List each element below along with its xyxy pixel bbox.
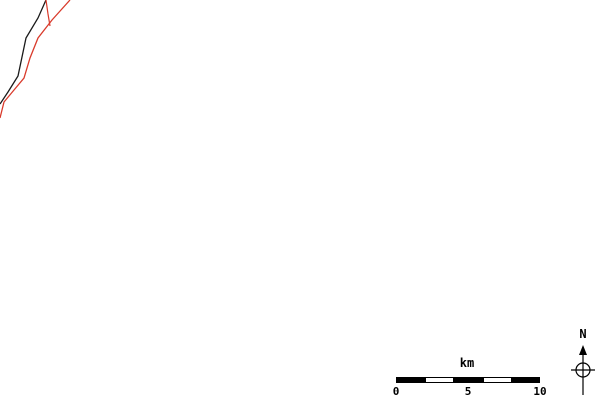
scale-tick-5: 5 xyxy=(464,385,472,398)
compass-icon xyxy=(571,345,595,395)
scale-segment xyxy=(454,377,483,383)
road-red xyxy=(0,0,71,119)
north-label: N xyxy=(579,327,587,341)
scale-segment xyxy=(425,377,454,383)
scale-tick-10: 10 xyxy=(533,385,547,398)
scale-unit-label: km xyxy=(459,356,475,370)
scale-bar: km 0 5 10 xyxy=(390,356,550,398)
north-arrow: N xyxy=(567,327,599,399)
road-black xyxy=(0,0,47,105)
road-red-branch xyxy=(45,0,51,27)
scale-segment xyxy=(396,377,425,383)
scale-segment xyxy=(483,377,512,383)
scale-track xyxy=(396,377,540,383)
scale-segment xyxy=(512,377,540,383)
scale-tick-0: 0 xyxy=(392,385,400,398)
